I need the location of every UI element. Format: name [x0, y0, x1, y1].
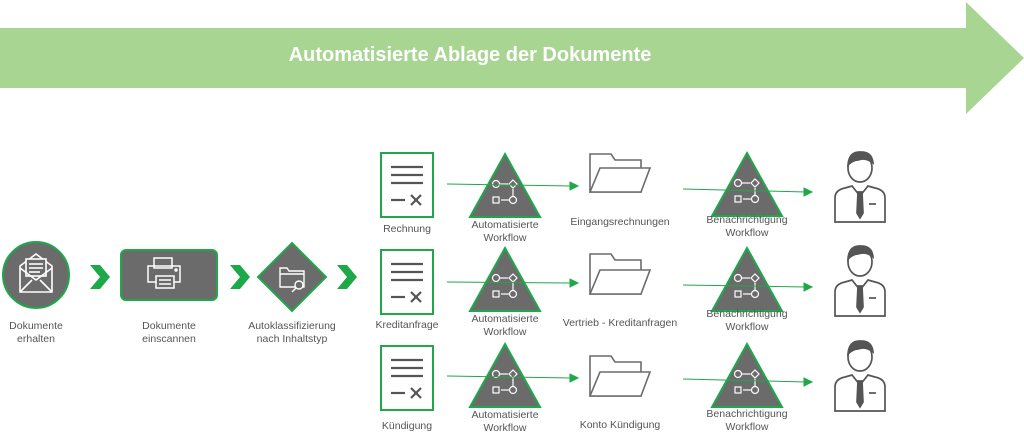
step-receive: [2, 241, 70, 309]
notify-label: Benachrichtigung Workflow: [697, 214, 797, 240]
person-icon: [834, 245, 886, 317]
notify-label-line1: Benachrichtigung: [706, 308, 788, 320]
mail-icon: [19, 253, 53, 293]
row-kuendigung: [380, 340, 886, 412]
classification-icon: [279, 267, 305, 293]
folder-label: Eingangsrechnungen: [570, 216, 670, 228]
workflow-label-line1: Automatisierte: [471, 313, 539, 325]
chevron-2: [230, 265, 250, 289]
step-scan-label: Dokumente einscannen: [119, 320, 219, 346]
step-scan-line1: Dokumente: [142, 320, 196, 332]
workflow-triangle: [468, 245, 542, 312]
step-classify-line2: nach Inhaltstyp: [256, 333, 328, 345]
workflow-label-line2: Workflow: [483, 422, 527, 434]
workflow-label: Automatisierte Workflow: [460, 219, 550, 245]
notify-label-line1: Benachrichtigung: [706, 214, 788, 226]
step-classify-line1: Autoklassifizierung: [248, 320, 336, 332]
row-rechnung: [380, 150, 886, 223]
document-icon: [380, 249, 434, 315]
step-scan-line2: einscannen: [142, 333, 196, 345]
connector-arrows: [446, 181, 814, 387]
workflow-label-line1: Automatisierte: [471, 409, 539, 421]
folder-icon: [588, 253, 652, 295]
scanner-icon: [147, 257, 181, 289]
notify-label-line2: Workflow: [725, 421, 769, 433]
workflow-label: Automatisierte Workflow: [460, 313, 550, 339]
chevron-1: [90, 265, 110, 289]
step-scan: [120, 249, 218, 301]
document-icon: [380, 345, 434, 411]
workflow-label-line2: Workflow: [483, 326, 527, 338]
notify-triangle: [710, 341, 784, 408]
person-icon: [834, 151, 886, 223]
notify-triangle: [710, 150, 784, 217]
folder-label: Vertrieb - Kreditanfragen: [562, 317, 678, 329]
notify-label: Benachrichtigung Workflow: [697, 408, 797, 434]
workflow-label: Automatisierte Workflow: [460, 409, 550, 435]
workflow-label-line2: Workflow: [483, 232, 527, 244]
folder-icon: [588, 153, 652, 193]
notify-label-line2: Workflow: [725, 321, 769, 333]
banner-title: Automatisierte Ablage der Dokumente: [288, 44, 652, 66]
person-icon: [834, 340, 886, 412]
step-classify: [256, 241, 328, 313]
notify-label: Benachrichtigung Workflow: [697, 308, 797, 334]
step-receive-line1: Dokumente: [9, 320, 63, 332]
step-classify-label: Autoklassifizierung nach Inhaltstyp: [232, 320, 352, 346]
document-label: Kündigung: [381, 420, 433, 432]
notify-label-line1: Benachrichtigung: [706, 408, 788, 420]
document-icon: [380, 152, 434, 218]
row-kreditanfrage: [380, 245, 886, 317]
chevron-3: [337, 265, 357, 289]
banner-arrow: [0, 2, 1024, 114]
workflow-label-line1: Automatisierte: [471, 219, 539, 231]
step-receive-label: Dokumente erhalten: [0, 320, 72, 346]
folder-label: Konto Kündigung: [579, 419, 661, 431]
step-receive-line2: erhalten: [17, 333, 55, 345]
workflow-triangle: [468, 341, 542, 408]
document-label: Rechnung: [383, 223, 431, 235]
notify-triangle: [710, 245, 784, 312]
document-label: Kreditanfrage: [375, 319, 439, 331]
notify-label-line2: Workflow: [725, 227, 769, 239]
folder-icon: [588, 355, 652, 397]
